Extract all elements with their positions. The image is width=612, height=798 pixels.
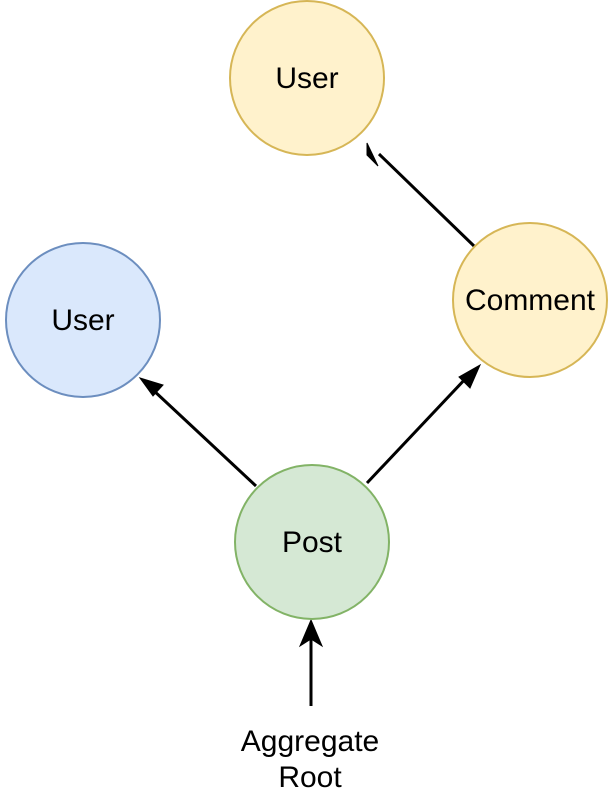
edge-post-to-user-left-line xyxy=(150,387,258,488)
node-user-top-label: User xyxy=(275,62,338,95)
edge-aggregate-root-to-post[interactable] xyxy=(298,618,324,706)
node-user-top[interactable]: User xyxy=(229,0,385,156)
node-post-label: Post xyxy=(282,526,343,559)
node-user-left[interactable]: User xyxy=(5,242,161,398)
aggregate-root-label-line1: Aggregate xyxy=(241,725,379,758)
aggregate-root-label-line2: Root xyxy=(278,761,342,794)
edge-post-to-comment-arrowhead xyxy=(458,363,482,389)
node-user-left-label: User xyxy=(51,304,114,337)
node-comment-label: Comment xyxy=(465,284,596,317)
node-comment-circle xyxy=(452,222,608,378)
edge-post-to-comment-line xyxy=(365,374,470,485)
aggregate-root-label: Aggregate Root xyxy=(241,725,379,794)
edge-post-to-comment[interactable] xyxy=(365,363,482,485)
edge-comment-to-user-top-arrowhead xyxy=(366,142,379,167)
edge-comment-to-user-top[interactable] xyxy=(366,142,476,248)
node-user-top-circle xyxy=(229,0,385,156)
node-post-circle xyxy=(234,464,390,620)
edge-post-to-user-left-arrowhead xyxy=(138,377,164,397)
edge-comment-to-user-top-line xyxy=(377,152,476,248)
edge-post-to-user-left[interactable] xyxy=(138,377,258,488)
node-post[interactable]: Post xyxy=(234,464,390,620)
node-comment[interactable]: Comment xyxy=(452,222,608,378)
node-user-left-circle xyxy=(5,242,161,398)
edge-aggregate-root-to-post-arrowhead xyxy=(298,618,324,648)
